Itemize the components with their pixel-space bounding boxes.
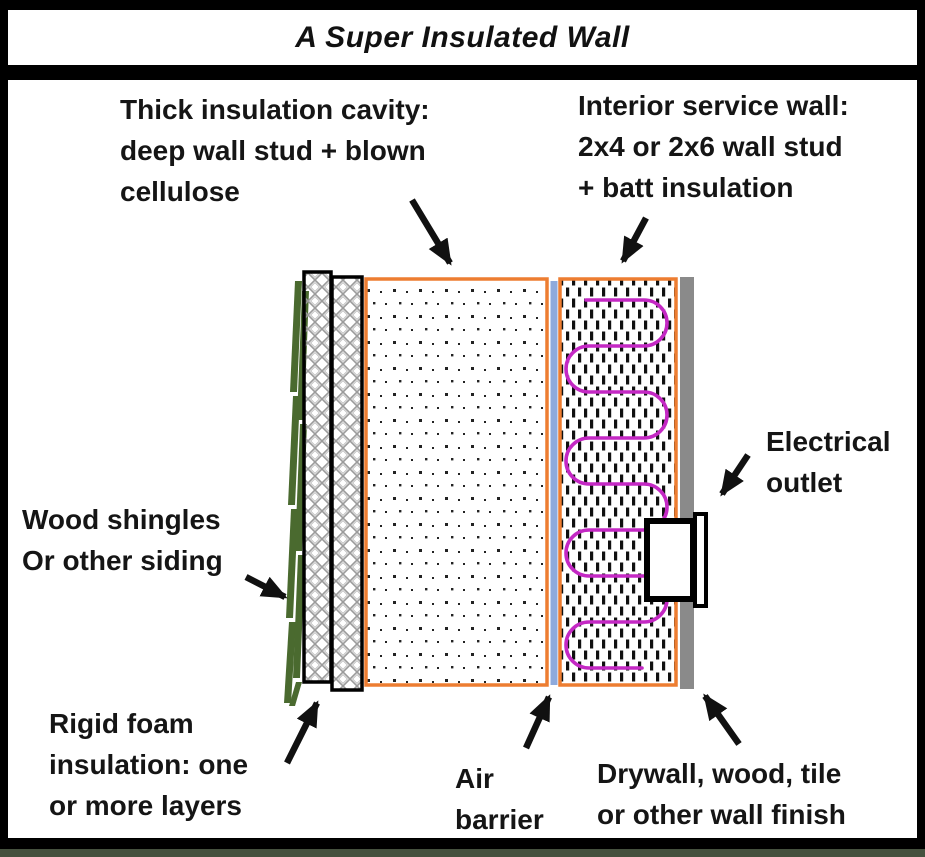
label-service-wall: Interior service wall: 2x4 or 2x6 wall s… <box>578 90 849 203</box>
arrow-rigid-foam <box>284 700 320 765</box>
arrow-siding <box>244 574 288 600</box>
bottom-margin-strip <box>0 849 925 857</box>
electrical-outlet-plate <box>693 512 708 608</box>
label-electrical-outlet: Electrical outlet <box>766 426 891 498</box>
batt-insulation-coil <box>564 298 669 670</box>
label-wall-finish: Drywall, wood, tile or other wall finish <box>597 758 846 830</box>
rigid-foam-layer-2 <box>330 275 364 692</box>
title-bar: A Super Insulated Wall <box>8 10 917 65</box>
blown-cellulose-cavity <box>364 277 549 687</box>
arrow-wall-finish <box>702 693 742 746</box>
page-title: A Super Insulated Wall <box>295 20 630 54</box>
arrow-insulation-cavity <box>409 198 453 266</box>
arrow-air-barrier <box>523 694 552 750</box>
air-barrier-strip <box>550 281 558 685</box>
arrow-electrical-outlet <box>719 453 751 497</box>
label-rigid-foam: Rigid foam insulation: one or more layer… <box>49 708 249 821</box>
electrical-outlet-box <box>644 518 696 602</box>
label-insulation-cavity: Thick insulation cavity: deep wall stud … <box>120 94 430 207</box>
drywall-strip <box>680 277 694 689</box>
label-siding: Wood shingles Or other siding <box>22 504 223 576</box>
arrow-service-wall <box>620 216 649 264</box>
label-air-barrier: Air barrier <box>455 763 544 835</box>
rigid-foam-layer-1 <box>302 270 333 684</box>
